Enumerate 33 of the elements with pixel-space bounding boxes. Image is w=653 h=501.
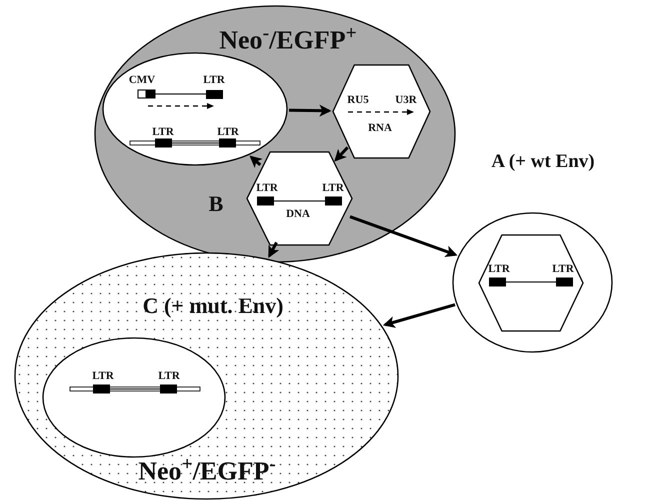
sequence-label: LTR (322, 183, 344, 194)
sequence-label: LTR (158, 371, 180, 382)
dna-hexagon (247, 152, 352, 245)
phenotype-label: Neo$^{+}$/EGFP$^{-}$ (138, 455, 276, 485)
arrow (350, 215, 458, 258)
phenotype-label: Neo$^{-}$/EGFP$^{+}$ (219, 24, 357, 54)
condition-label: A (+ wt Env) (491, 152, 595, 171)
sequence-label: DNA (286, 209, 310, 220)
arrow (268, 242, 280, 258)
arrow (382, 303, 456, 328)
sequence-label: LTR (203, 75, 225, 86)
cell-population-ellipse (95, 6, 455, 262)
pathway-letter: B (208, 193, 224, 215)
cell-population-ellipse (15, 253, 398, 499)
rna-hexagon (333, 65, 430, 158)
sequence-label: U3R (395, 95, 417, 106)
arrow (250, 156, 263, 168)
phenotype-label: C (+ mut. Env) (142, 295, 284, 317)
arrow (288, 104, 332, 117)
sequence-label: RU5 (347, 95, 369, 106)
sequence-label: CMV (128, 75, 156, 86)
arrow (334, 146, 349, 162)
sequence-label: LTR (92, 371, 114, 382)
virion-hexagon (479, 235, 583, 331)
virion-circle (453, 213, 612, 352)
sequence-label: LTR (256, 183, 278, 194)
cell-ellipse (43, 338, 225, 457)
sequence-label: LTR (217, 127, 239, 138)
sequence-label: LTR (552, 264, 574, 275)
sequence-label: LTR (488, 264, 510, 275)
sequence-label: RNA (368, 123, 392, 134)
cell-ellipse (103, 53, 287, 165)
sequence-label: LTR (152, 127, 174, 138)
